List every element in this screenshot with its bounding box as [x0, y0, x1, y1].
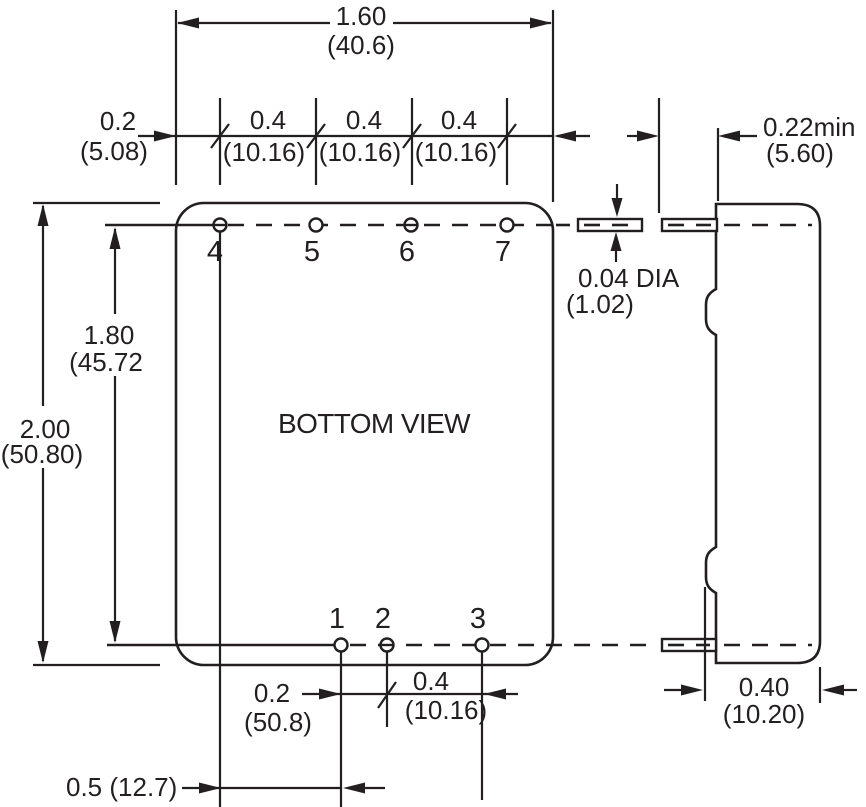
pin-label-4: 4 — [207, 236, 223, 268]
dim-pin-span-mm: (45.72 — [69, 347, 143, 377]
arrow-right-icon — [319, 688, 341, 700]
arrow-up-icon — [610, 232, 622, 251]
extension-lines — [33, 10, 822, 807]
pin-label-1: 1 — [329, 603, 345, 635]
dim-lead-length-inch: 0.22min — [763, 112, 856, 142]
tick-pin4 — [210, 123, 230, 149]
arrow-left-icon — [718, 130, 740, 142]
bottom-view-body-outline — [174, 201, 555, 667]
pin-label-5: 5 — [304, 236, 320, 268]
dim-left-offset-inch: 0.2 — [100, 106, 136, 136]
tick-pin5 — [306, 123, 326, 149]
arrow-left-icon — [177, 17, 199, 29]
arrow-right-icon — [530, 17, 552, 29]
dim-pin-span-inch: 1.80 — [84, 320, 135, 350]
dim-body-depth-mm: (10.20) — [723, 699, 805, 729]
dim-lead-dia-mm: (1.02) — [566, 289, 634, 319]
pin-7-hole — [499, 217, 515, 233]
side-view-lead-top — [660, 217, 719, 233]
view-title: BOTTOM VIEW — [278, 408, 471, 439]
arrow-right-icon — [199, 782, 221, 794]
tick-pin2-bottom — [377, 681, 397, 709]
dim-pitch2-inch: 0.4 — [346, 105, 382, 135]
dim-overall-width-inch: 1.60 — [336, 1, 387, 31]
labels: 1.60 (40.6) 0.2 (5.08) 0.4 (10.16) 0.4 (… — [1, 1, 856, 802]
dim-pin2-pin3-mm: (10.16) — [405, 695, 487, 725]
pin-label-6: 6 — [399, 236, 415, 268]
arrow-left-icon — [343, 782, 365, 794]
bodies — [174, 201, 822, 667]
pin-label-3: 3 — [470, 603, 486, 635]
arrow-right-icon — [637, 130, 659, 142]
pin-3-hole — [474, 637, 490, 653]
pin-5-hole — [308, 217, 324, 233]
dim-pitch3-inch: 0.4 — [441, 105, 477, 135]
arrow-right-icon — [681, 684, 703, 696]
pin-label-7: 7 — [495, 236, 511, 268]
centerlines — [105, 223, 812, 647]
arrow-down-icon — [109, 621, 121, 643]
dim-overall-width-mm: (40.6) — [327, 30, 395, 60]
dim-pin2-pin3-inch: 0.4 — [413, 666, 449, 696]
side-view-lead-bottom — [660, 637, 718, 653]
arrow-down-icon — [611, 198, 623, 217]
dim-pitch1-mm: (10.16) — [223, 137, 305, 167]
dim-pitch3-mm: (10.16) — [415, 137, 497, 167]
dim-body-height-inch: 2.00 — [20, 414, 71, 444]
dim-pin4-pin1-offset: 0.5 (12.7) — [66, 772, 177, 802]
dim-pitch2-mm: (10.16) — [319, 137, 401, 167]
tick-pin7 — [497, 123, 517, 149]
dimension-graphics — [37, 17, 857, 794]
pin-holes — [212, 217, 515, 653]
dim-left-offset-mm: (5.08) — [80, 136, 148, 166]
pin-label-2: 2 — [375, 603, 391, 635]
arrow-down-icon — [37, 641, 49, 663]
tick-pin6 — [402, 123, 422, 149]
dim-body-depth-inch: 0.40 — [739, 672, 790, 702]
dim-pitch1-inch: 0.4 — [250, 105, 286, 135]
dim-pin1-pin2-mm: (50.8) — [244, 707, 312, 737]
dim-body-height-mm: (50.80) — [1, 439, 83, 469]
arrow-left-icon — [822, 684, 844, 696]
side-view-lead-top-outer — [576, 217, 644, 233]
arrow-up-icon — [37, 204, 49, 226]
dim-pin1-pin2-inch: 0.2 — [254, 678, 290, 708]
pin-1-hole — [333, 637, 349, 653]
arrow-up-icon — [109, 227, 121, 249]
dim-lead-length-mm: (5.60) — [766, 138, 834, 168]
dim-lead-dia-inch: 0.04 DIA — [578, 263, 680, 293]
side-view-body-outline — [704, 202, 822, 665]
arrow-left-icon — [484, 688, 506, 700]
arrow-right-icon — [154, 130, 176, 142]
